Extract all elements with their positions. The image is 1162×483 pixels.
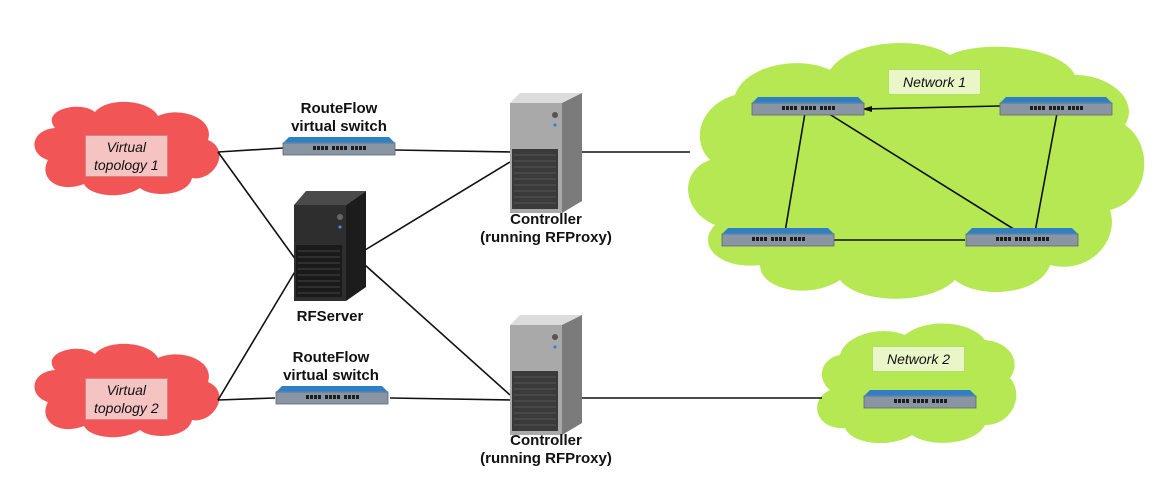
- links: [217, 105, 1059, 401]
- network-2-label: Network 2: [872, 346, 966, 372]
- virtual-topology-1-label: Virtual topology 1: [85, 135, 168, 177]
- controller-2-label: Controller (running RFProxy): [480, 432, 612, 467]
- network-1-label: Network 1: [888, 69, 982, 95]
- routeflow-switch-1-label: RouteFlow virtual switch: [291, 100, 387, 135]
- network2-switch-icon[interactable]: [863, 389, 977, 409]
- routeflow-switch-2-label: RouteFlow virtual switch: [283, 349, 379, 384]
- network1-switch-bottomleft-icon[interactable]: [721, 227, 835, 247]
- routeflow-switch-2-icon[interactable]: [275, 385, 389, 405]
- controller-1-label: Controller (running RFProxy): [480, 211, 612, 246]
- rfserver-label: RFServer: [296, 308, 364, 325]
- routeflow-switch-1-icon[interactable]: [282, 136, 396, 156]
- virtual-topology-2-label: Virtual topology 2: [85, 378, 168, 420]
- network-cloud-2: [817, 323, 1017, 444]
- controller-1-server-icon[interactable]: [509, 92, 583, 214]
- rfserver-server-icon[interactable]: [293, 190, 367, 302]
- network1-switch-topright-icon[interactable]: [999, 96, 1113, 116]
- network1-switch-bottomright-icon[interactable]: [965, 227, 1079, 247]
- network1-switch-topleft-icon[interactable]: [751, 96, 865, 116]
- controller-2-server-icon[interactable]: [509, 314, 583, 436]
